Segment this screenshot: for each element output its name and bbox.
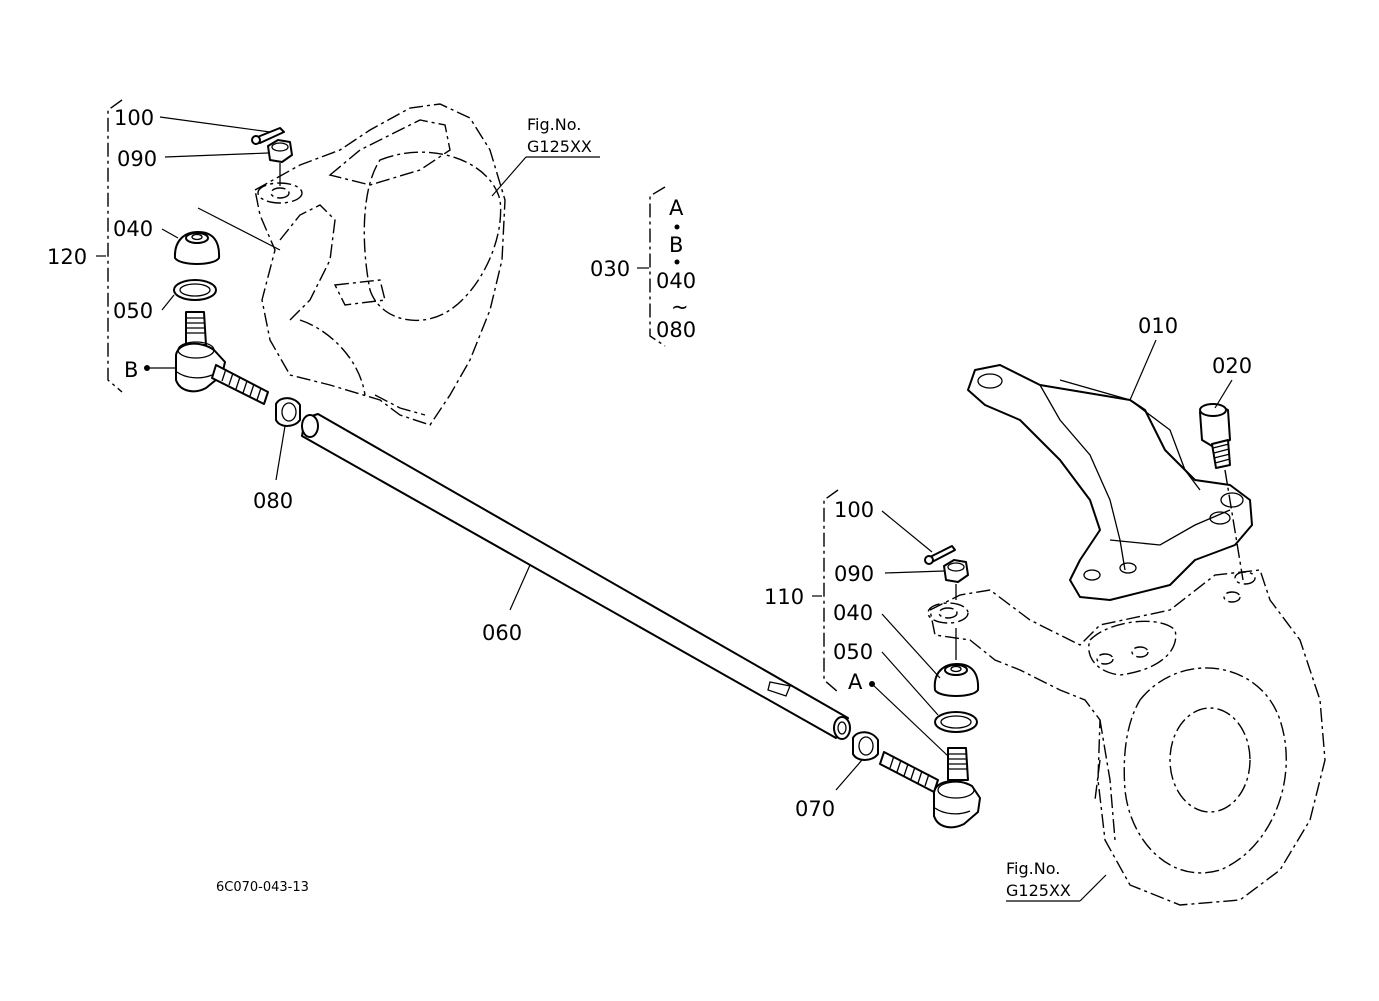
label-070: 070 <box>795 797 835 821</box>
label-010: 010 <box>1138 314 1178 338</box>
group-bracket-030 <box>649 186 666 347</box>
label-050-left: 050 <box>113 299 153 323</box>
label-100-right: 100 <box>834 498 874 522</box>
steering-housing <box>254 103 506 426</box>
bolt-020 <box>1199 403 1244 581</box>
knuckle-arm-010 <box>967 364 1253 601</box>
group-label-040: 040 <box>656 269 696 293</box>
figref-bottom-line1: Fig.No. <box>1006 859 1060 878</box>
label-100-left: 100 <box>114 106 154 130</box>
label-120: 120 <box>47 245 87 269</box>
label-020: 020 <box>1212 354 1252 378</box>
right-tie-rod-end <box>812 489 981 829</box>
leader-010 <box>1129 339 1157 401</box>
figref-top-line1: Fig.No. <box>527 115 581 134</box>
label-B-left: B <box>124 358 138 382</box>
label-090-left: 090 <box>117 147 157 171</box>
label-050-right: 050 <box>833 640 873 664</box>
label-A-right: A <box>848 670 863 694</box>
left-tie-rod-end <box>96 99 301 481</box>
label-060: 060 <box>482 621 522 645</box>
tie-rod-060 <box>301 413 851 740</box>
label-030: 030 <box>590 257 630 281</box>
drawing-code: 6C070-043-13 <box>216 880 309 895</box>
label-080-bottom: 080 <box>253 489 293 513</box>
group-label-080: 080 <box>656 318 696 342</box>
label-090-right: 090 <box>834 562 874 586</box>
label-110: 110 <box>764 585 804 609</box>
label-040-right: 040 <box>833 601 873 625</box>
axle-housing <box>927 569 1326 906</box>
figref-bottom-line2: G125XX <box>1006 881 1071 900</box>
label-040-left: 040 <box>113 217 153 241</box>
group-label-tilde: ~ <box>671 295 689 319</box>
group-label-A: A <box>669 196 684 220</box>
figref-top-line2: G125XX <box>527 137 592 156</box>
leader-020 <box>1214 379 1233 409</box>
group-label-B: B <box>669 233 683 257</box>
